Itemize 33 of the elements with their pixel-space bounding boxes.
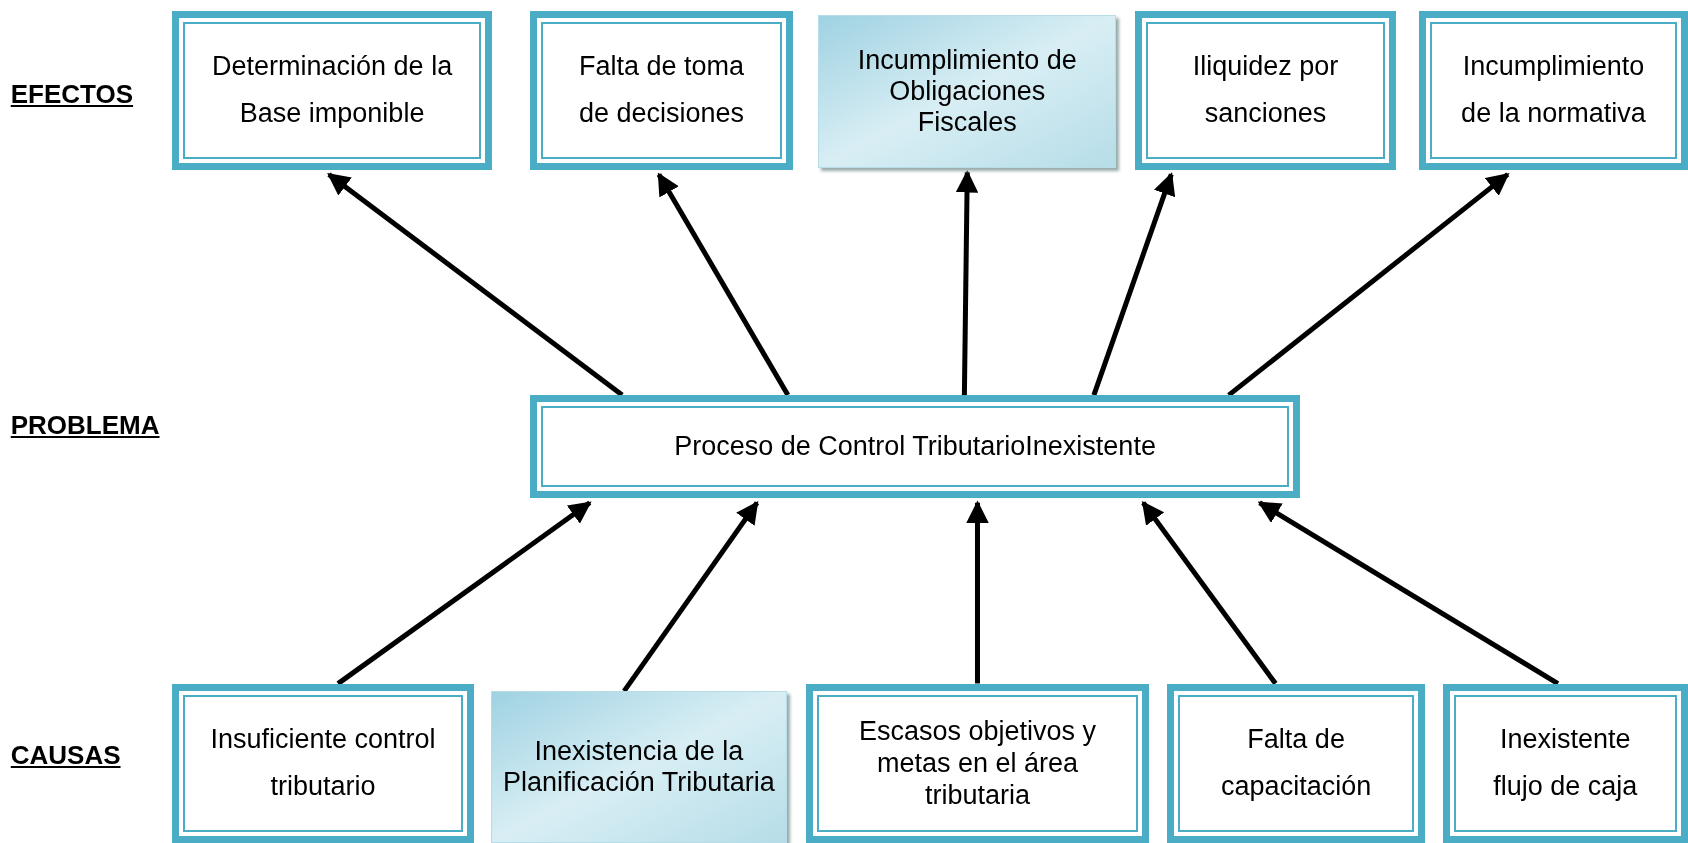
double-border-box: [1418, 10, 1688, 171]
node-text: Iliquidez por sanciones: [1191, 50, 1340, 131]
double-border-box: [172, 10, 492, 171]
node-text: Inexistencia de la Planificación Tributaria: [502, 735, 776, 799]
double-border-box: [1166, 683, 1426, 843]
double-border-box: [172, 683, 474, 843]
node-text: Falta de toma de decisiones: [577, 50, 746, 131]
double-border-box: [806, 683, 1149, 843]
node-text: Incumplimiento de la normativa: [1460, 50, 1647, 131]
arrow: [336, 500, 592, 686]
row-heading: PROBLEMA: [10, 408, 160, 442]
arrow: [656, 172, 791, 397]
arrow: [1257, 500, 1560, 686]
arrow: [1091, 172, 1176, 396]
shaded-box: [490, 691, 787, 843]
node-text: Insuficiente control tributario: [209, 723, 437, 804]
double-border-box: [1134, 10, 1397, 171]
arrow: [955, 170, 979, 396]
double-border-box: [529, 10, 794, 171]
node-text: Determinación de la Base imponible: [211, 50, 454, 131]
node-text: Proceso de Control TributarioInexistente: [674, 430, 1156, 464]
arrow: [622, 500, 760, 693]
arrow: [966, 500, 989, 684]
double-border-box: [529, 395, 1301, 499]
arrow: [1141, 500, 1278, 686]
row-heading: CAUSAS: [10, 739, 121, 773]
node-text: Escasos objetivos y metas en el área tributaria: [857, 714, 1098, 812]
row-heading: EFECTOS: [10, 78, 134, 112]
double-border-box: [1442, 683, 1688, 843]
shaded-box: [818, 15, 1117, 168]
node-text: Incumplimiento de Obligaciones Fiscales: [856, 44, 1078, 139]
node-text: Falta de capacitación: [1220, 723, 1373, 804]
node-text: Inexistente flujo de caja: [1492, 723, 1639, 804]
